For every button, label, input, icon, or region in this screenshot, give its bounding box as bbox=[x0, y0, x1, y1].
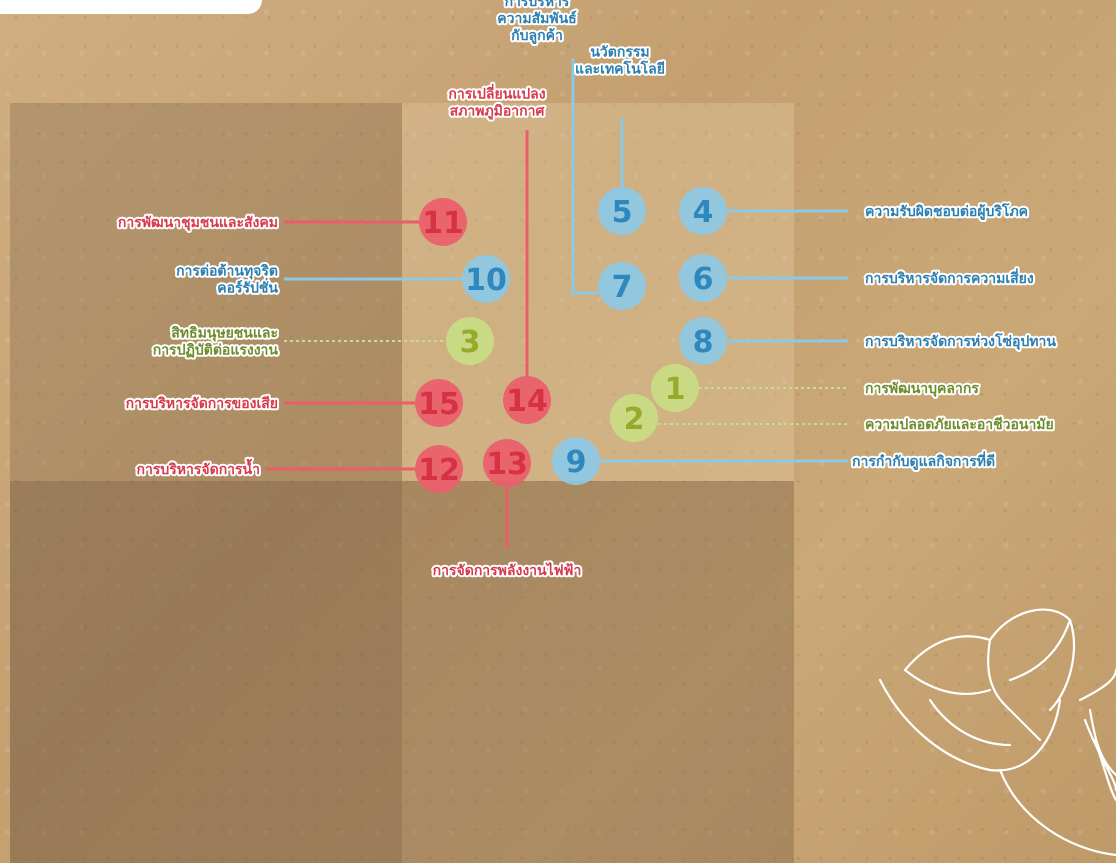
topic-label-11: การพัฒนาชุมชนและสังคม bbox=[118, 215, 278, 231]
topic-number-15: 15 bbox=[418, 387, 460, 422]
topic-number-7: 7 bbox=[612, 270, 633, 305]
leader-line-7 bbox=[573, 58, 598, 293]
topic-label-12: การบริหารจัดการน้ำ bbox=[137, 458, 260, 478]
topic-label-3-line-1: สิทธิมนุษยชนและ bbox=[171, 326, 278, 342]
topic-number-1: 1 bbox=[665, 372, 686, 407]
topic-number-8: 8 bbox=[693, 325, 714, 360]
topic-number-4: 4 bbox=[693, 195, 714, 230]
topic-number-6: 6 bbox=[693, 262, 714, 297]
topic-number-13: 13 bbox=[486, 447, 528, 482]
topic-label-7-line-3: กับลูกค้า bbox=[511, 28, 563, 44]
topic-label-6: การบริหารจัดการความเสี่ยง bbox=[865, 268, 1034, 287]
topic-label-14-line-1: การเปลี่ยนแปลง bbox=[448, 84, 545, 103]
topic-label-14-line-2: สภาพภูมิอากาศ bbox=[450, 104, 546, 120]
topic-labels: การพัฒนาบุคลากรความปลอดภัยและอาชีวอนามัย… bbox=[118, 0, 1056, 579]
topic-label-5-line-2: และเทคโนโลยี bbox=[575, 60, 665, 78]
topic-number-5: 5 bbox=[612, 195, 633, 230]
topic-label-2: ความปลอดภัยและอาชีวอนามัย bbox=[865, 417, 1054, 433]
topic-label-10-line-2: คอร์รัปชั่น bbox=[217, 278, 278, 297]
topic-number-11: 11 bbox=[422, 206, 464, 241]
topic-label-1: การพัฒนาบุคลากร bbox=[865, 381, 979, 397]
topic-label-13: การจัดการพลังงานไฟฟ้า bbox=[433, 561, 582, 579]
topic-label-9: การกำกับดูแลกิจการที่ดี bbox=[852, 451, 995, 470]
topic-label-5-line-1: นวัตกรรม bbox=[590, 45, 649, 61]
topic-number-12: 12 bbox=[418, 453, 460, 488]
topic-number-2: 2 bbox=[624, 402, 645, 437]
topic-number-10: 10 bbox=[465, 263, 507, 298]
topic-label-8: การบริหารจัดการห่วงโซ่อุปทาน bbox=[865, 332, 1056, 350]
topic-label-7-line-2: ความสัมพันธ์ bbox=[497, 10, 576, 27]
topic-label-7-line-1: การบริหาร bbox=[505, 0, 570, 10]
topic-number-3: 3 bbox=[460, 325, 481, 360]
topic-label-15: การบริหารจัดการของเสีย bbox=[126, 396, 278, 412]
topic-number-9: 9 bbox=[566, 445, 587, 480]
topic-label-10-line-1: การต่อต้านทุจริต bbox=[176, 264, 278, 280]
flower-illustration-icon bbox=[880, 610, 1116, 855]
topic-label-3-line-2: การปฏิบัติต่อแรงงาน bbox=[153, 343, 279, 359]
topic-label-4: ความรับผิดชอบต่อผู้บริโภค bbox=[865, 202, 1028, 220]
topic-number-14: 14 bbox=[506, 384, 548, 419]
